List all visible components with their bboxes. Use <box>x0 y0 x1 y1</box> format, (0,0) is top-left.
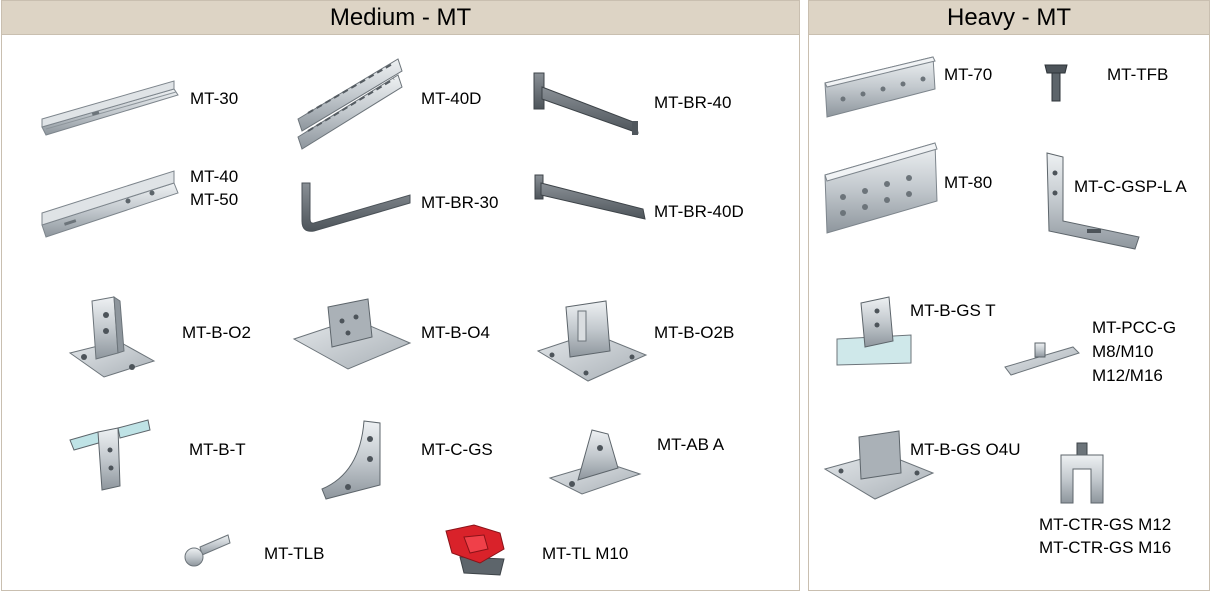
corner-gusset-icon <box>320 419 384 501</box>
item-label-mt-70: MT-70 <box>944 65 993 84</box>
heavy-section-title: Heavy - MT <box>809 1 1209 35</box>
connector-icon <box>1057 441 1107 507</box>
channel-rail-icon <box>40 169 180 244</box>
medium-section-title: Medium - MT <box>2 1 799 35</box>
heavy-rail-icon <box>823 53 939 123</box>
item-label-m8-m10: M8/M10 <box>1092 342 1154 361</box>
base-plate-icon <box>536 299 648 383</box>
item-label-mt-b-gs-t: MT-B-GS T <box>910 301 996 320</box>
item-label-mt-80: MT-80 <box>944 173 993 192</box>
flange-bolt-icon <box>1043 59 1069 103</box>
item-label-mt-c-gs: MT-C-GS <box>421 440 493 459</box>
double-channel-rail-icon <box>294 58 406 155</box>
item-label-mt-b-o2: MT-B-O2 <box>182 323 251 342</box>
item-label-mt-ctr-gs-m16: MT-CTR-GS M16 <box>1039 538 1172 557</box>
t-connector-icon <box>68 419 152 492</box>
heavy-section: Heavy - MT MT-70 MT-TFB <box>808 0 1210 591</box>
item-label-mt-tlb: MT-TLB <box>264 544 325 563</box>
item-label-mt-br-40d: MT-BR-40D <box>654 202 744 221</box>
item-label-mt-b-t: MT-B-T <box>189 440 246 459</box>
item-label-mt-br-30: MT-BR-30 <box>421 193 499 212</box>
base-plate-icon <box>835 295 915 367</box>
heavy-rail-icon <box>823 141 939 237</box>
bracket-icon <box>532 71 642 141</box>
item-label-mt-50: MT-50 <box>190 190 239 209</box>
base-plate-icon <box>292 297 412 373</box>
item-label-m12-m16: M12/M16 <box>1092 366 1163 385</box>
item-label-mt-ctr-gs-m12: MT-CTR-GS M12 <box>1039 515 1172 534</box>
item-label-mt-40d: MT-40D <box>421 89 482 108</box>
bolt-icon <box>180 533 232 569</box>
item-label-mt-tl-m10: MT-TL M10 <box>542 544 629 563</box>
item-label-mt-40: MT-40 <box>190 167 239 186</box>
angle-bracket-icon <box>548 428 644 500</box>
medium-section: Medium - MT MT-30 MT-40D MT-BR-40 <box>1 0 800 591</box>
angle-plate-icon <box>1043 151 1143 251</box>
bent-bracket-icon <box>298 181 416 237</box>
item-label-mt-pcc-g: MT-PCC-G <box>1092 318 1177 337</box>
item-label-mt-br-40: MT-BR-40 <box>654 93 732 112</box>
item-label-mt-c-gsp-l-a: MT-C-GSP-L A <box>1074 177 1187 196</box>
item-label-mt-b-o4: MT-B-O4 <box>421 323 490 342</box>
base-plate-icon <box>68 296 158 383</box>
channel-rail-icon <box>40 79 180 139</box>
double-bracket-icon <box>533 173 649 223</box>
item-label-mt-b-gs-o4u: MT-B-GS O4U <box>910 440 1021 459</box>
item-label-mt-tfb: MT-TFB <box>1107 65 1169 84</box>
pipe-clamp-connector-icon <box>1003 339 1083 379</box>
item-label-mt-ab-a: MT-AB A <box>657 435 725 454</box>
base-plate-icon <box>823 429 935 505</box>
item-label-mt-b-o2b: MT-B-O2B <box>654 323 735 342</box>
red-clamp-icon <box>444 523 508 579</box>
item-label-mt-30: MT-30 <box>190 89 239 108</box>
